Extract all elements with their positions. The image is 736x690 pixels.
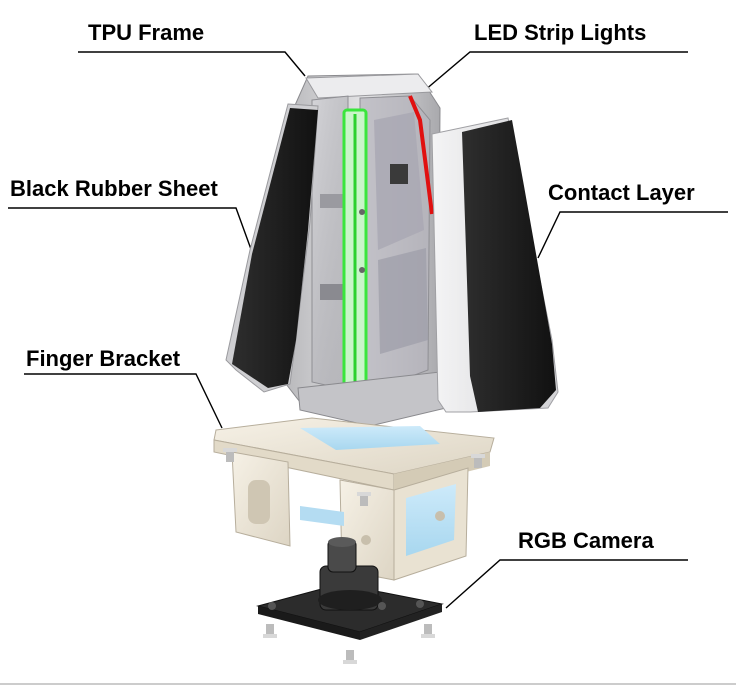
bracket-screw (471, 454, 485, 468)
frame-screw (359, 209, 365, 215)
camera-plate-hole (378, 602, 386, 610)
leader-lines (8, 51, 728, 609)
bracket-screw (357, 492, 371, 506)
tpu-frame-top (305, 73, 433, 99)
bracket-window (300, 426, 440, 450)
bracket-leg-slot (248, 480, 270, 524)
camera-base-plate-edge (360, 604, 442, 640)
label-finger-bracket: Finger Bracket (26, 346, 181, 371)
label-black-rubber-sheet: Black Rubber Sheet (10, 176, 218, 201)
frame-clip (390, 164, 408, 184)
camera-lens-top (328, 537, 356, 547)
bracket-side-window (406, 484, 456, 556)
camera-base-plate-edge (258, 606, 360, 640)
label-tpu-frame: TPU Frame (88, 20, 205, 45)
finger-bracket (213, 417, 495, 581)
label-rgb-camera: RGB Camera (518, 528, 654, 553)
frame-clip (320, 194, 346, 208)
bracket-inner-blue (300, 506, 344, 526)
camera-screw (343, 650, 357, 664)
leader-tpu-frame (78, 51, 306, 77)
clear-panel-inner-low (378, 248, 428, 354)
label-led-strip-lights: LED Strip Lights (474, 20, 647, 45)
bracket-hole (361, 535, 371, 545)
black-rubber-sheet-face (232, 108, 318, 388)
contact-layer-sheet (462, 120, 556, 412)
leader-rgb-camera (445, 559, 688, 609)
leader-led-strip (417, 51, 688, 97)
frame-screw (359, 267, 365, 273)
camera-screw (421, 624, 435, 638)
bracket-screw (223, 448, 237, 462)
led-strip-red (408, 95, 434, 215)
camera-plate-hole (416, 600, 424, 608)
frame-base (297, 371, 447, 427)
leader-contact-layer (537, 211, 728, 259)
bracket-hole (435, 511, 445, 521)
label-contact-layer: Contact Layer (548, 180, 695, 205)
fingertip-assembly (225, 73, 559, 427)
leader-finger-bracket (24, 373, 223, 429)
camera-mount (318, 590, 382, 610)
bracket-plate-side (394, 452, 490, 490)
camera-plate-hole (268, 602, 276, 610)
leader-black-rubber (8, 207, 253, 253)
rgb-camera (256, 537, 444, 664)
frame-clip (320, 284, 346, 300)
camera-screw (263, 624, 277, 638)
